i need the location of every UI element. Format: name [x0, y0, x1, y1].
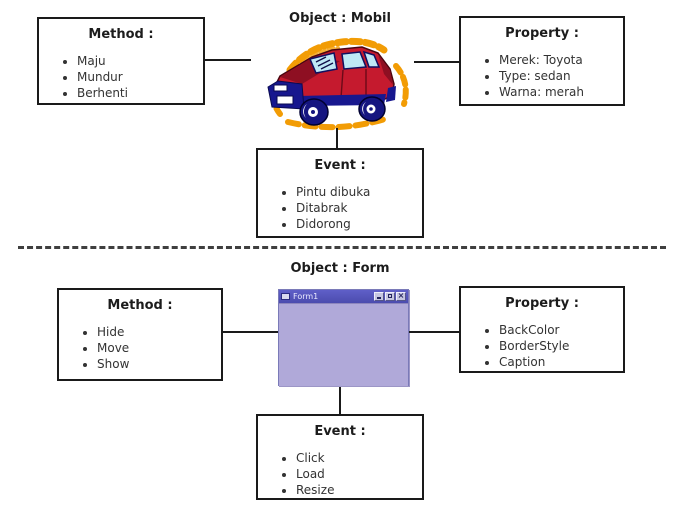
- list-item: Resize: [296, 482, 422, 498]
- list-item: Load: [296, 466, 422, 482]
- list-item: Hide: [97, 324, 221, 340]
- method-box-form: Method : Hide Move Show: [57, 288, 223, 381]
- method-box-mobil-title: Method :: [88, 27, 154, 42]
- section-title-mobil: Object : Mobil: [289, 11, 391, 26]
- property-box-mobil: Property : Merek: Toyota Type: sedan War…: [459, 16, 625, 106]
- method-box-mobil-list: Maju Mundur Berhenti: [39, 53, 203, 101]
- form-window-titlebar: Form1 ×: [279, 290, 408, 303]
- event-box-mobil-title: Event :: [314, 158, 366, 173]
- property-box-mobil-title: Property :: [505, 26, 579, 41]
- method-box-form-list: Hide Move Show: [59, 324, 221, 372]
- event-box-mobil-list: Pintu dibuka Ditabrak Didorong: [258, 184, 422, 232]
- method-box-mobil: Method : Maju Mundur Berhenti: [37, 17, 205, 105]
- list-item: Mundur: [77, 69, 203, 85]
- connector-car-event: [336, 128, 338, 148]
- form-window-icon: [281, 293, 290, 300]
- list-item: Click: [296, 450, 422, 466]
- minimize-icon: [374, 292, 384, 301]
- event-box-form-title: Event :: [314, 424, 366, 439]
- property-box-mobil-list: Merek: Toyota Type: sedan Warna: merah: [461, 52, 623, 100]
- form-window-body: [279, 303, 408, 386]
- event-box-form: Event : Click Load Resize: [256, 414, 424, 500]
- event-box-form-list: Click Load Resize: [258, 450, 422, 498]
- property-box-form-title: Property :: [505, 296, 579, 311]
- list-item: Warna: merah: [499, 84, 623, 100]
- form-window-buttons: ×: [374, 291, 406, 301]
- list-item: BackColor: [499, 322, 623, 338]
- list-item: Merek: Toyota: [499, 52, 623, 68]
- car-illustration: [260, 30, 420, 132]
- event-box-mobil: Event : Pintu dibuka Ditabrak Didorong: [256, 148, 424, 238]
- list-item: Show: [97, 356, 221, 372]
- list-item: Type: sedan: [499, 68, 623, 84]
- connector-method-car: [205, 59, 251, 61]
- list-item: Caption: [499, 354, 623, 370]
- form-window-illustration: Form1 ×: [278, 289, 409, 386]
- connector-window-event: [339, 387, 341, 414]
- form-window-title: Form1: [293, 292, 319, 301]
- property-box-form-list: BackColor BorderStyle Caption: [461, 322, 623, 370]
- connector-car-property: [414, 61, 459, 63]
- list-item: Maju: [77, 53, 203, 69]
- property-box-form: Property : BackColor BorderStyle Caption: [459, 286, 625, 373]
- close-icon: ×: [396, 291, 406, 301]
- list-item: Ditabrak: [296, 200, 422, 216]
- list-item: Pintu dibuka: [296, 184, 422, 200]
- connector-window-property: [409, 331, 459, 333]
- list-item: BorderStyle: [499, 338, 623, 354]
- car-icon: [267, 37, 409, 131]
- section-title-form: Object : Form: [290, 261, 390, 276]
- maximize-icon: [385, 292, 395, 301]
- list-item: Didorong: [296, 216, 422, 232]
- method-box-form-title: Method :: [107, 298, 173, 313]
- list-item: Berhenti: [77, 85, 203, 101]
- list-item: Move: [97, 340, 221, 356]
- connector-method-window: [223, 331, 278, 333]
- section-divider: [18, 246, 666, 249]
